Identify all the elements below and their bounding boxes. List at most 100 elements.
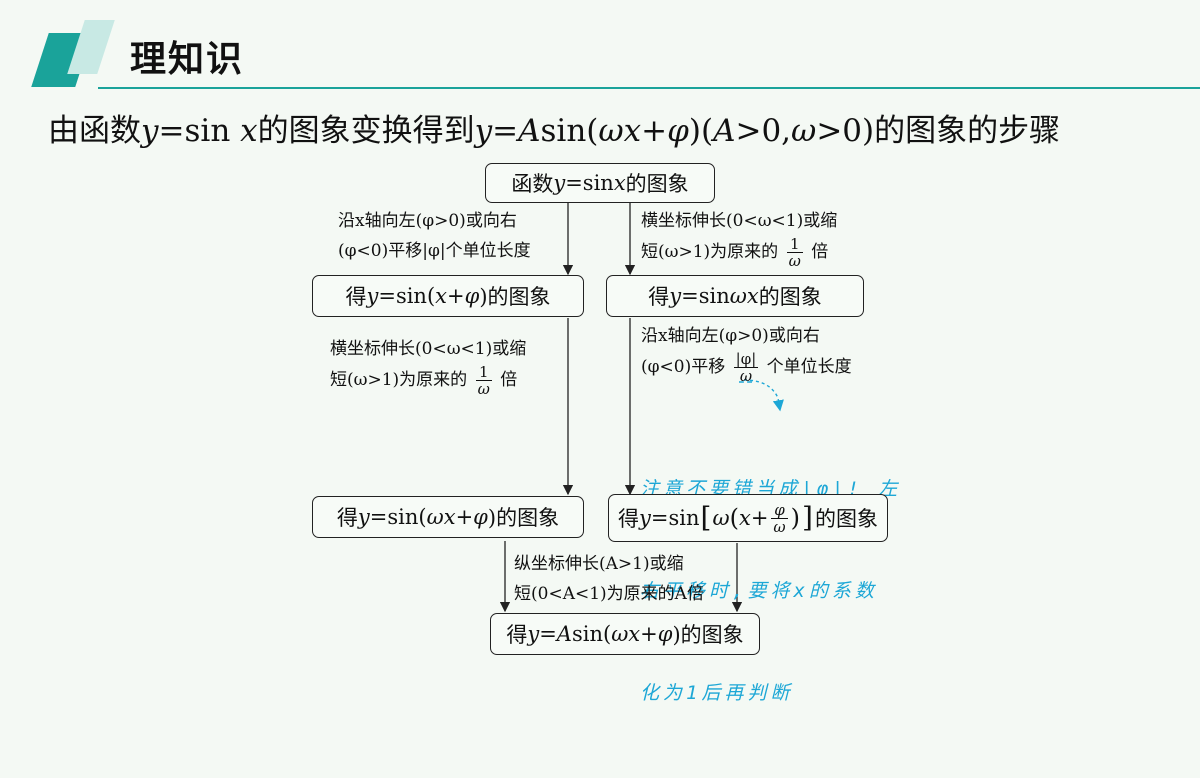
- box-var: ωx: [611, 622, 641, 646]
- box-text: )的图象: [479, 285, 551, 309]
- flowchart-arrows: [499, 203, 784, 613]
- box-text: 得: [618, 507, 640, 531]
- bracket-open: [: [700, 501, 712, 534]
- box-var: A: [556, 622, 572, 646]
- box-text: )的图象: [672, 623, 744, 647]
- header-underline: [98, 87, 1200, 89]
- box-text: =sin: [650, 506, 700, 530]
- flow-box-left-2: 得 y=sin(ωx+φ)的图象: [312, 496, 584, 538]
- box-var: y: [366, 284, 379, 308]
- step-note-text: 倍: [500, 370, 518, 390]
- box-var: φ: [464, 284, 480, 308]
- box-text: +: [640, 622, 658, 646]
- box-var: x: [738, 506, 751, 530]
- box-text: 得: [336, 506, 358, 530]
- step-note-line: 横坐标伸长(0<ω<1)或缩: [641, 211, 838, 231]
- box-text: +: [447, 284, 465, 308]
- fraction-numerator: φ: [771, 502, 788, 519]
- box-text: (: [729, 504, 739, 532]
- box-text: =: [539, 622, 557, 646]
- handwritten-pointer: [743, 379, 784, 412]
- bracket-close: ]: [802, 501, 813, 534]
- heading-text: =: [492, 113, 519, 149]
- step-note-text: (φ<0)平移: [641, 357, 726, 377]
- page-heading: 由函数y=sin x的图象变换得到y=Asin(ωx+φ)(A>0,ω>0)的图…: [48, 105, 1060, 150]
- fraction-numerator: 1: [786, 236, 803, 253]
- slide: 理知识 由函数y=sin x的图象变换得到y=Asin(ωx+φ)(A>0,ω>…: [31, 20, 1200, 704]
- step-note-line: (φ<0)平移|φ|个单位长度: [338, 241, 531, 261]
- heading-var: ωx: [598, 113, 642, 149]
- step-note-text: 个单位长度: [766, 357, 852, 377]
- box-text: 得: [345, 285, 367, 309]
- fraction: |φ|ω: [733, 350, 759, 385]
- step-note-left-1: 沿x轴向左(φ>0)或向右 (φ<0)平移|φ|个单位长度: [338, 206, 531, 266]
- box-var: x: [435, 284, 447, 308]
- box-var: φ: [657, 622, 673, 646]
- box-text: =sin: [681, 284, 730, 308]
- heading-text: 由函数: [48, 113, 141, 149]
- box-var: ωx: [729, 284, 759, 308]
- heading-text: +: [641, 113, 668, 149]
- step-note-bottom: 纵坐标伸长(A>1)或缩 短(0<A<1)为原来的A倍: [514, 549, 704, 609]
- box-text: sin(: [571, 622, 612, 646]
- box-var: ωx: [426, 505, 456, 529]
- step-note-line: 横坐标伸长(0<ω<1)或缩: [330, 339, 527, 359]
- heading-var: x: [240, 113, 258, 149]
- heading-var: A: [518, 113, 541, 149]
- box-text: 的图象: [758, 285, 822, 309]
- step-note-line: 沿x轴向左(φ>0)或向右: [338, 211, 517, 231]
- box-text: =sin: [565, 171, 614, 195]
- heading-text: sin(: [540, 113, 599, 149]
- box-var: x: [613, 171, 626, 195]
- handwritten-line: 右平移时,要将x的系数: [640, 580, 878, 602]
- box-text: +: [750, 506, 769, 530]
- fraction-denominator: ω: [739, 367, 753, 385]
- fraction-numerator: |φ|: [733, 350, 759, 368]
- box-var: ω: [712, 506, 730, 530]
- box-var: φ: [473, 505, 488, 529]
- handwritten-line: 化为1后再判断: [640, 682, 794, 704]
- heading-var: y: [141, 113, 159, 149]
- box-text: =sin(: [369, 505, 427, 529]
- heading-var: ω: [791, 113, 817, 149]
- box-text: ): [790, 504, 801, 532]
- box-var: y: [639, 506, 651, 530]
- heading-var: y: [474, 113, 493, 149]
- heading-text: >0,: [735, 113, 792, 149]
- step-note-text: 倍: [811, 242, 829, 262]
- step-note-line: 沿x轴向左(φ>0)或向右: [641, 326, 820, 346]
- heading-text: )(: [688, 113, 714, 149]
- heading-var: φ: [667, 113, 689, 149]
- heading-text: >0)的图象的步骤: [816, 113, 1061, 149]
- heading-var: A: [713, 113, 736, 149]
- step-note-line: 短(0<A<1)为原来的A倍: [514, 584, 704, 604]
- box-var: y: [669, 284, 682, 308]
- step-note-line: 纵坐标伸长(A>1)或缩: [514, 554, 684, 574]
- box-text: =sin(: [378, 284, 436, 308]
- step-note-line: (φ<0)平移 |φ|ω 个单位长度: [641, 351, 852, 384]
- heading-text: 的图象变换得到: [257, 113, 475, 149]
- fraction-denominator: ω: [477, 380, 490, 398]
- box-text: 函数: [511, 172, 554, 196]
- heading-text: =sin: [158, 113, 241, 149]
- box-var: y: [527, 622, 540, 646]
- box-text: 的图象: [814, 507, 878, 531]
- box-text: 得: [506, 623, 528, 647]
- fraction-denominator: ω: [788, 252, 801, 270]
- box-text: 得: [648, 285, 670, 309]
- fraction-denominator: ω: [773, 517, 786, 536]
- step-note-text: 短(ω>1)为原来的: [641, 242, 779, 262]
- box-text: 的图象: [625, 172, 689, 196]
- fraction-numerator: 1: [475, 364, 492, 381]
- step-note-right-2: 沿x轴向左(φ>0)或向右 (φ<0)平移 |φ|ω 个单位长度: [641, 321, 852, 384]
- flow-box-left-1: 得 y=sin(x+φ)的图象: [312, 275, 584, 317]
